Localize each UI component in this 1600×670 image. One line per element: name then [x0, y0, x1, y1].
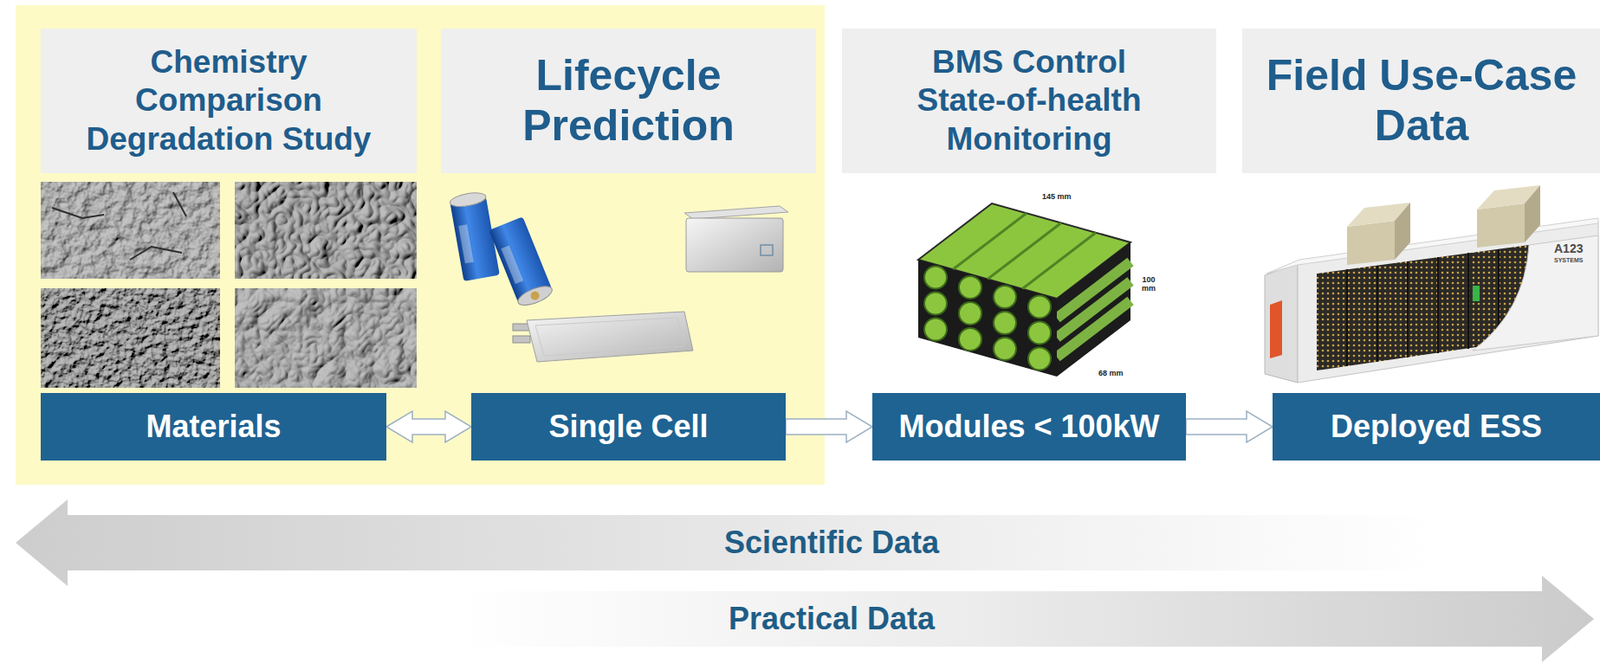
logo-text: SYSTEMS [1554, 257, 1583, 265]
flow-arrow [386, 411, 472, 443]
scale-bar: Single Cell [471, 393, 786, 461]
node-text: Modules < 100kW [898, 408, 1160, 446]
battery-module [918, 203, 1131, 377]
arrow-shape [459, 576, 1594, 663]
dimension-label: 68 mm [1098, 369, 1124, 378]
logo-text: A123 [1554, 241, 1583, 256]
stage-heading: BMS Control State-of-health Monitoring [842, 28, 1217, 174]
scale-bar: Materials [40, 393, 387, 461]
sem-micrographs [40, 181, 417, 389]
node-text: Scientific Data [724, 524, 940, 562]
stage-heading: Lifecycle Prediction [440, 28, 817, 174]
flow-arrow [785, 411, 873, 443]
node-text: Chemistry Comparison Degradation Study [72, 43, 385, 159]
cell-formats [448, 190, 789, 363]
data-arrow: Practical Data [459, 576, 1594, 663]
arrow-outline [15, 499, 1437, 587]
scale-bar: Modules < 100kW [872, 393, 1186, 461]
flow-arrow [1185, 411, 1273, 443]
node-text: Materials [145, 408, 281, 446]
stage-heading: Field Use-Case Data [1242, 28, 1600, 174]
stage-heading: Chemistry Comparison Degradation Study [40, 28, 417, 174]
highlight-panel [15, 5, 825, 486]
node-text: Lifecycle Prediction [464, 51, 794, 151]
storage-container [1264, 185, 1599, 383]
scale-bar: Deployed ESS [1272, 393, 1600, 461]
node-text: Deployed ESS [1330, 408, 1542, 446]
data-arrow: Scientific Data [15, 499, 1437, 587]
dimension-label: 145 mm [1042, 192, 1072, 201]
node-text: BMS Control State-of-health Monitoring [890, 43, 1168, 159]
arrow-outline [459, 576, 1594, 663]
node-text: Field Use-Case Data [1252, 51, 1591, 151]
dimension-label: 100 mm [1137, 275, 1160, 294]
node-text: Practical Data [728, 600, 935, 638]
node-text: Single Cell [548, 408, 708, 446]
